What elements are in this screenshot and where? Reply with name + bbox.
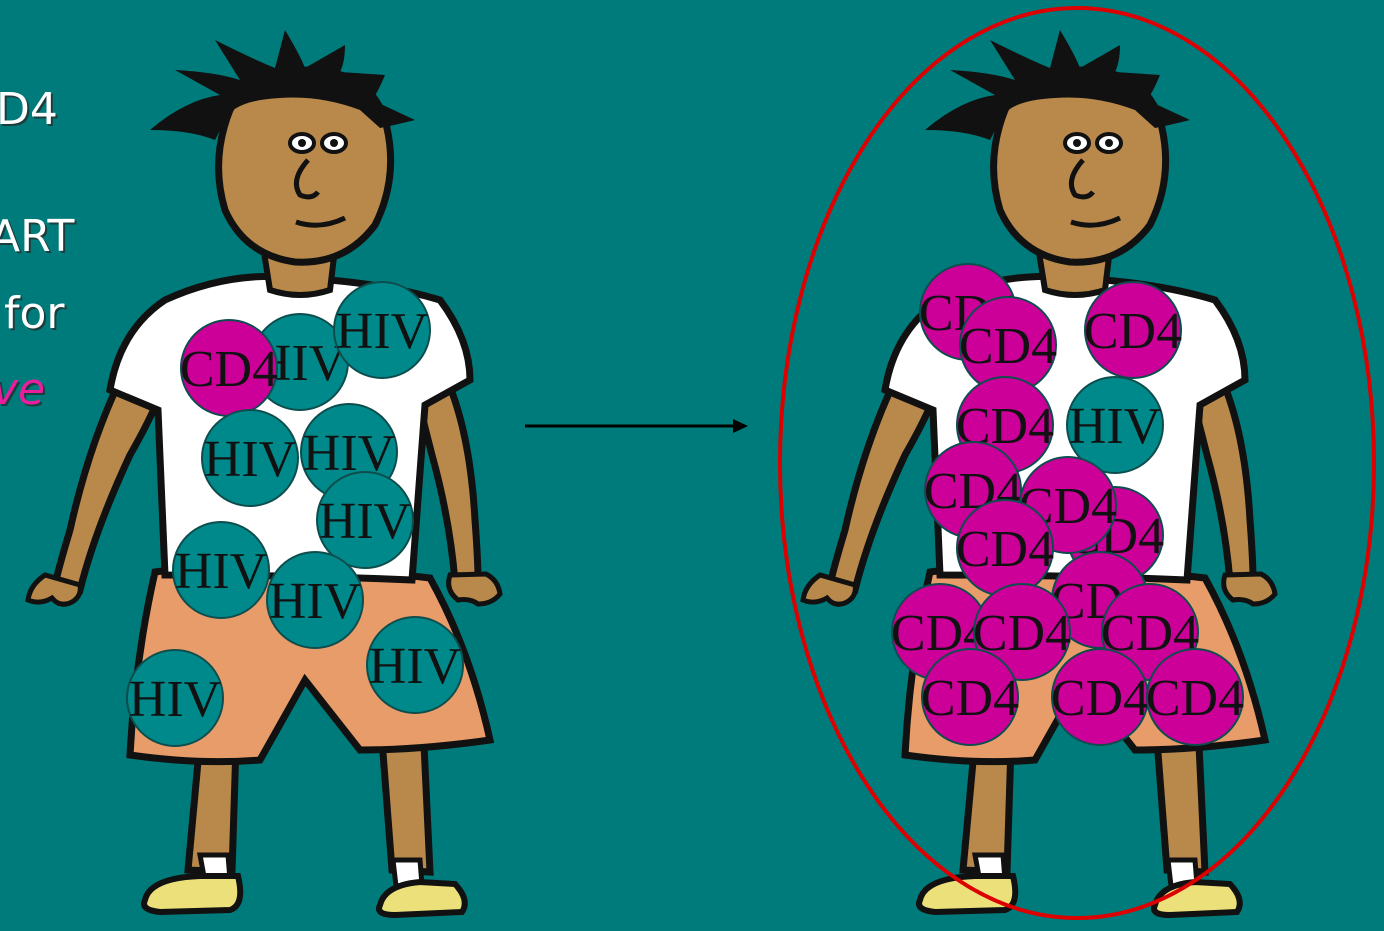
right-cd4-label: CD4 bbox=[1084, 303, 1182, 360]
right-cd4-label: CD4 bbox=[956, 521, 1054, 578]
left-hiv-label: HIV bbox=[269, 573, 361, 630]
left-hiv-label: HIV bbox=[369, 638, 461, 695]
right-cd4-label: CD4 bbox=[959, 318, 1057, 375]
left-hiv-label: HIV bbox=[336, 303, 428, 360]
left-hiv-label: HIV bbox=[204, 431, 296, 488]
right-hiv-label: HIV bbox=[1069, 398, 1161, 455]
left-cd4-label: CD4 bbox=[180, 341, 278, 398]
right-cd4-label: CD4 bbox=[1146, 670, 1244, 727]
left-hiv-label: HIV bbox=[319, 493, 411, 550]
right-cd4-label: CD4 bbox=[921, 670, 1019, 727]
left-hiv-label: HIV bbox=[175, 543, 267, 600]
progression-arrow bbox=[525, 419, 748, 433]
left-hiv-label: HIV bbox=[129, 671, 221, 728]
right-cd4-label: CD4 bbox=[1051, 670, 1149, 727]
left-hiv-label: HIV bbox=[303, 425, 395, 482]
